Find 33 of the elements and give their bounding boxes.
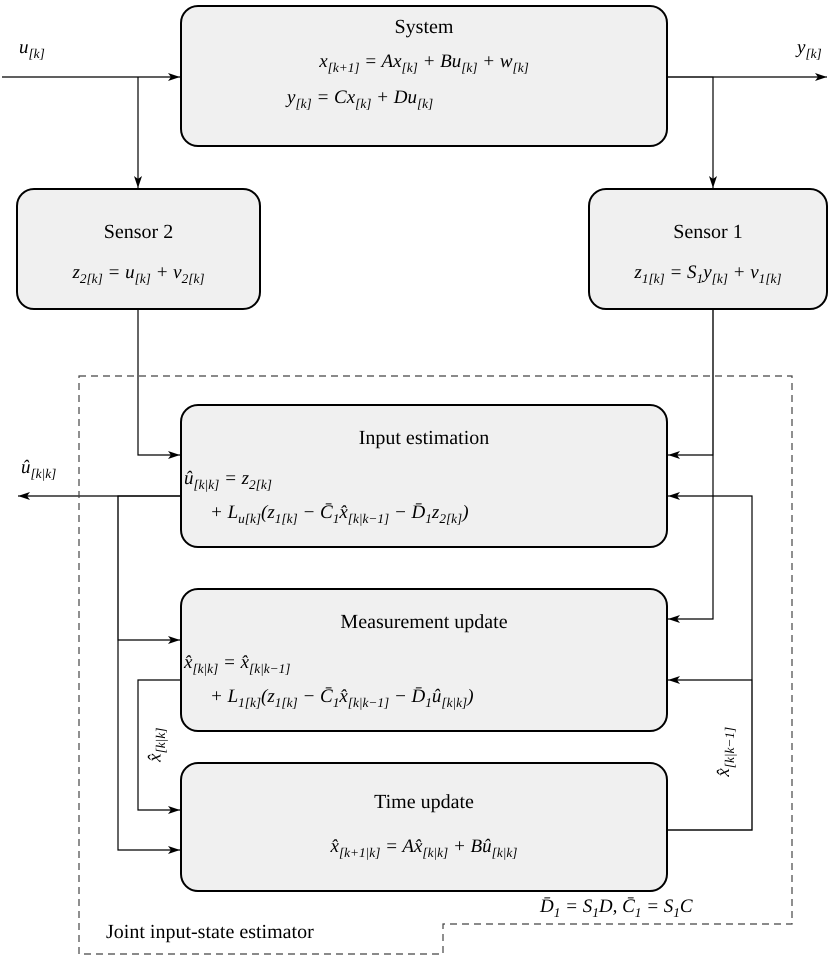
process-box [180,5,668,147]
process-box [16,188,261,310]
box-title: System [394,15,454,39]
equation: x$_{[k+1]}$ = Ax$_{[k]}$ + Bu$_{[k]}$ + w$_{[k]}$ [318,51,530,76]
edge-label: û$_{[k|k]}$ [20,458,58,482]
arrow [2,73,180,81]
arrow [668,310,714,623]
arrow [117,495,180,854]
box-title: Time update [373,790,475,814]
process-box [180,588,668,732]
arrow [668,676,753,831]
equation: + L$_{1[k]}$(z$_{1[k]}$ − C̄$_{1}$x̂$_{[k|k−1]}$ − D̄$_{1}$û$_{[k|k]}$) [210,686,474,711]
equation: z$_{1[k]}$ = S$_{1}$y$_{[k]}$ + v$_{1[k]}$ [633,262,783,287]
arrow [137,679,180,814]
box-title: Sensor 2 [102,220,174,244]
equation: û$_{[k|k]}$ = z$_{2[k]}$ [184,468,272,493]
process-box [180,762,668,892]
equation: + L$_{u[k]}$(z$_{1[k]}$ − C̄$_{1}$x̂$_{[k|k−1]}$ − D̄$_{1}$z$_{2[k]}$) [210,502,469,527]
equation: D̄$_{1}$ = S$_{1}$D, C̄$_{1}$ = S$_{1}$C [540,896,693,921]
box-title: Input estimation [358,426,490,450]
process-box [180,404,668,548]
equation: x̂$_{[k+1|k]}$ = Ax̂$_{[k|k]}$ + Bû$_{[k|k]}$ [329,836,518,861]
region-title: Joint input-state estimator [106,920,314,944]
arrow [668,76,717,188]
process-box [588,188,828,310]
equation: x̂$_{[k|k]}$ = x̂$_{[k|k−1]}$ [184,652,290,677]
dashed-region [78,375,793,955]
equation: y$_{[k]}$ = Cx$_{[k]}$ + Du$_{[k]}$ [287,87,434,112]
arrow [134,77,142,188]
box-title: Measurement update [339,610,509,634]
box-title: Sensor 1 [672,220,744,244]
arrow [137,310,180,459]
equation: z$_{2[k]}$ = u$_{[k]}$ + v$_{2[k]}$ [71,262,206,287]
